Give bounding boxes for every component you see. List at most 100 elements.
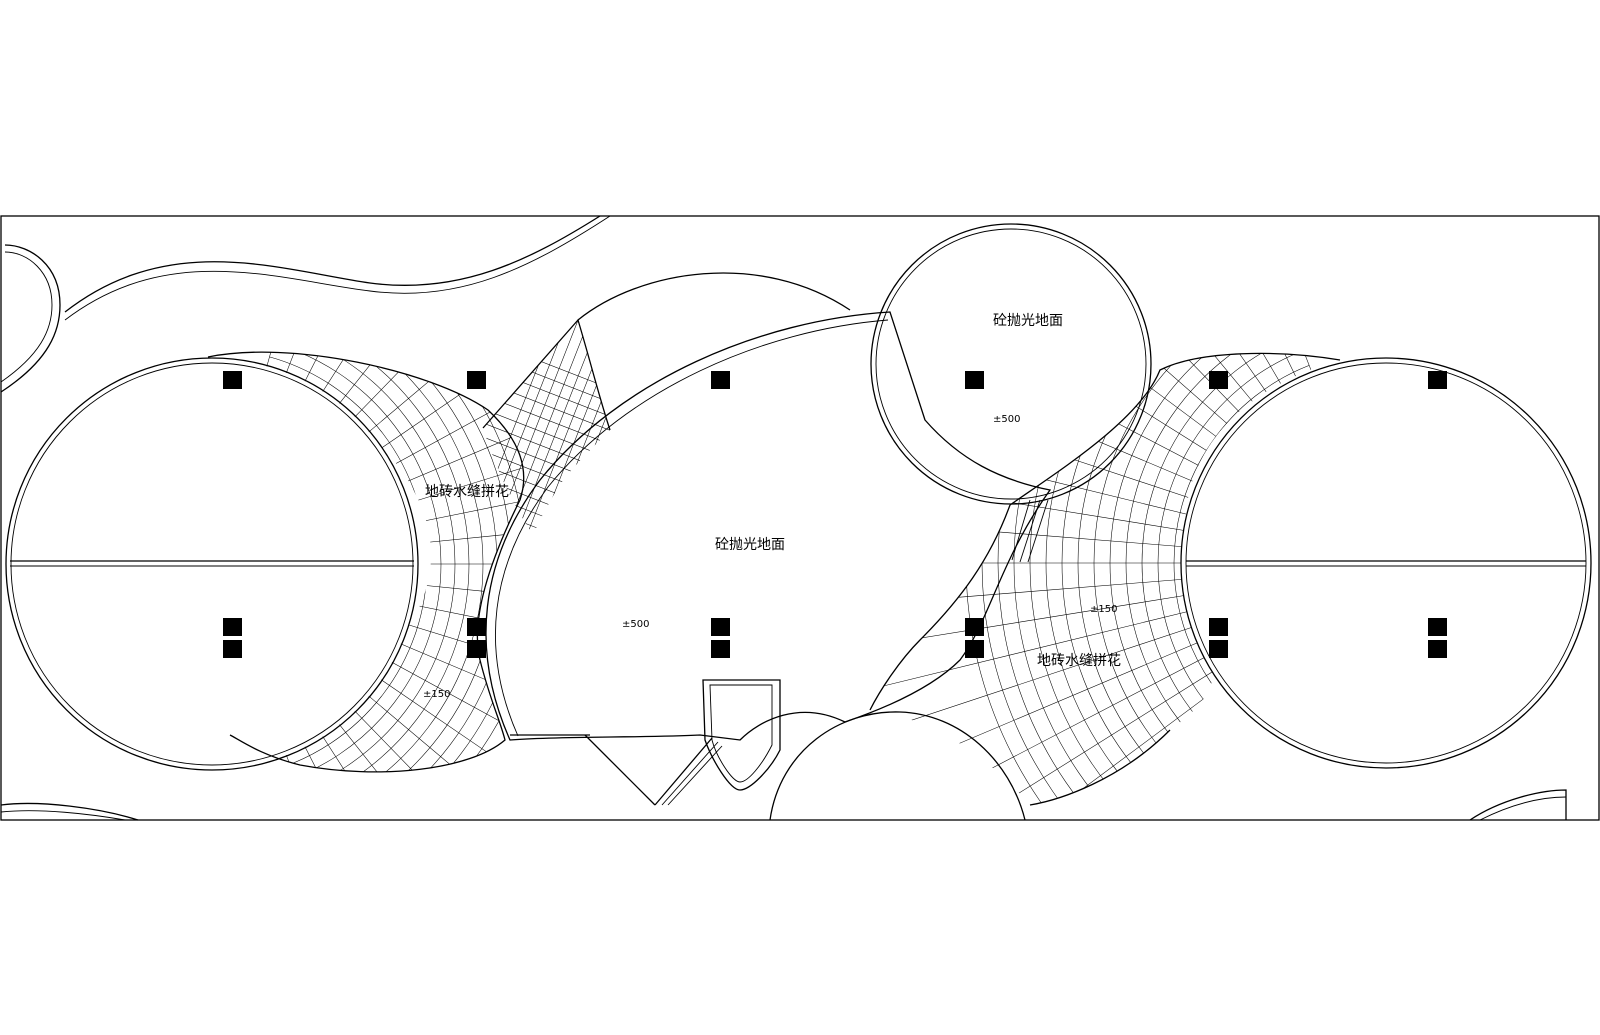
column bbox=[467, 640, 486, 658]
tile-joint bbox=[483, 441, 610, 513]
tile-pattern-right bbox=[870, 353, 1312, 805]
tile-joint bbox=[1141, 747, 1297, 805]
tile-joint bbox=[483, 371, 610, 443]
tile-joint bbox=[870, 579, 1182, 609]
column bbox=[1209, 371, 1228, 389]
tile-joint bbox=[601, 320, 610, 535]
tile-joint bbox=[483, 427, 610, 499]
tile-joint bbox=[299, 352, 524, 772]
tile-joint bbox=[870, 595, 1184, 653]
label-center-floor: 砼抛光地面 bbox=[715, 537, 785, 553]
column bbox=[965, 371, 984, 389]
tile-joint bbox=[266, 761, 305, 772]
tile-joint bbox=[911, 671, 1213, 805]
tile-joint bbox=[870, 473, 1184, 531]
column bbox=[223, 618, 242, 636]
tile-joint bbox=[613, 310, 703, 540]
tile-joint bbox=[483, 357, 610, 429]
stair-small bbox=[1011, 499, 1049, 563]
tile-area-right-outline bbox=[869, 352, 1341, 806]
label-right-tile: 地砖水缝拼花 bbox=[1037, 653, 1121, 669]
label-left-tile: 地砖水缝拼花 bbox=[425, 484, 509, 500]
tile-joint bbox=[322, 352, 399, 392]
tile-joint bbox=[400, 643, 524, 699]
tile-joint bbox=[354, 710, 453, 772]
label-top-circle-floor: 砼抛光地面 bbox=[993, 313, 1063, 329]
tile-joint bbox=[870, 611, 1187, 697]
tile-pattern-left bbox=[266, 352, 524, 772]
central-hall bbox=[485, 311, 1052, 741]
tile-area-left-outline bbox=[207, 351, 525, 773]
room-arc-bottom bbox=[769, 711, 1026, 821]
room-circle-right bbox=[1180, 357, 1592, 769]
level-left-tile: ±150 bbox=[423, 689, 450, 700]
tile-joint bbox=[304, 746, 369, 772]
tile-joint bbox=[407, 461, 524, 504]
canopy-arc-top bbox=[577, 272, 851, 321]
column bbox=[965, 618, 984, 636]
tile-joint bbox=[995, 353, 1244, 417]
tile-joint bbox=[400, 429, 524, 485]
column bbox=[711, 371, 730, 389]
column bbox=[467, 618, 486, 636]
column bbox=[1209, 618, 1228, 636]
tile-joint bbox=[412, 495, 524, 524]
tile-joint bbox=[339, 724, 427, 772]
tile-joint bbox=[964, 353, 1233, 429]
tile-joint bbox=[524, 320, 610, 535]
tile-joint bbox=[483, 320, 572, 535]
tile-joint bbox=[513, 320, 605, 535]
tile-joint bbox=[1102, 739, 1283, 805]
column bbox=[467, 371, 486, 389]
level-right-tile: ±150 bbox=[1090, 604, 1117, 615]
tile-joint bbox=[339, 352, 427, 404]
tile-joint bbox=[1064, 353, 1269, 396]
landscape-path-top bbox=[0, 215, 611, 393]
tile-joint bbox=[483, 329, 610, 401]
tile-joint bbox=[995, 709, 1244, 805]
column bbox=[223, 640, 242, 658]
tile-joint bbox=[964, 697, 1233, 805]
column bbox=[965, 640, 984, 658]
tile-joint bbox=[1182, 353, 1312, 373]
room-circle-top bbox=[870, 223, 1152, 505]
tile-joint bbox=[368, 695, 477, 772]
tile-joint bbox=[1028, 353, 1256, 406]
tile-joint bbox=[415, 529, 524, 544]
tile-joint bbox=[273, 352, 442, 772]
level-top-circle: ±500 bbox=[993, 414, 1020, 425]
tile-joint bbox=[870, 517, 1182, 547]
tile-joint bbox=[483, 343, 610, 415]
tile-joint bbox=[936, 685, 1222, 805]
tile-joint bbox=[483, 385, 610, 457]
tile-joint bbox=[889, 657, 1205, 805]
column bbox=[1428, 371, 1447, 389]
entrance-vestibule bbox=[510, 679, 781, 806]
tile-joint bbox=[568, 320, 610, 535]
tile-joint bbox=[911, 353, 1213, 455]
column bbox=[711, 618, 730, 636]
column bbox=[1428, 618, 1447, 636]
tile-joint bbox=[502, 320, 594, 535]
tile-joint bbox=[391, 662, 515, 730]
tile-joint bbox=[354, 352, 453, 418]
structural-columns bbox=[223, 371, 1447, 658]
tile-joint bbox=[483, 320, 561, 535]
column bbox=[711, 640, 730, 658]
column bbox=[1428, 640, 1447, 658]
tile-joint bbox=[936, 353, 1222, 441]
tile-joint bbox=[483, 413, 610, 485]
tile-joint bbox=[276, 352, 456, 772]
tile-joint bbox=[870, 386, 1192, 499]
tile-joint bbox=[557, 320, 610, 535]
tile-joint bbox=[1141, 353, 1297, 379]
tile-joint bbox=[483, 469, 610, 535]
room-circle-left bbox=[5, 357, 419, 771]
tile-joint bbox=[1182, 753, 1312, 805]
tile-joint bbox=[269, 356, 428, 772]
tile-joint bbox=[1064, 730, 1269, 805]
tile-joint bbox=[381, 679, 497, 760]
tile-joint bbox=[322, 736, 399, 772]
tile-joint bbox=[266, 352, 305, 367]
